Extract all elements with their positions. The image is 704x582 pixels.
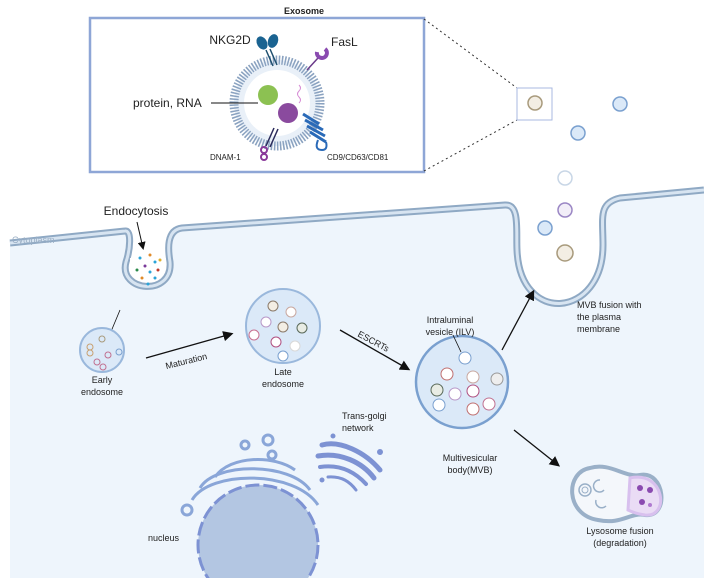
released-exosomes [537,96,628,262]
golgi-apparatus [315,433,383,492]
protein-icon [278,103,298,123]
nkg2d-label: NKG2D [209,33,251,47]
multivesicular-body [414,334,510,430]
cytoplasm-area [10,192,704,578]
lysosome-fusion [570,464,664,524]
lysosome-arrow [513,429,561,467]
cytoplasm-label: Cytoplasm [12,235,55,245]
fasl-label: FasL [331,35,358,49]
endocytosis-arrow [136,221,146,250]
lysosome-label: Lysosome fusion(degradation) [586,526,653,548]
late-endosome [245,288,321,364]
nkg2d-receptor-icon [256,34,279,67]
exosome-title: Exosome [284,6,324,16]
early-endosome [79,309,125,373]
tetraspanin-icon [302,112,328,152]
endocytosis-label: Endocytosis [104,204,169,218]
tetraspanin-label: CD9/CD63/CD81 [327,153,389,162]
fasl-icon [306,47,329,71]
dnam1-icon [260,127,279,161]
exosome-illustration [211,34,329,161]
nucleus-label: nucleus [148,533,180,543]
escrts-arrow [339,329,411,371]
endocytosis-cargo [135,253,162,286]
mvb-fusion-arrow [501,289,535,351]
nucleus [196,483,320,582]
rna-icon [297,84,301,104]
dnam1-label: DNAM-1 [210,153,241,162]
protein-icon [258,85,278,105]
endoplasmic-reticulum [180,433,320,517]
protein-rna-label: protein, RNA [133,96,202,110]
maturation-arrow [145,331,234,359]
